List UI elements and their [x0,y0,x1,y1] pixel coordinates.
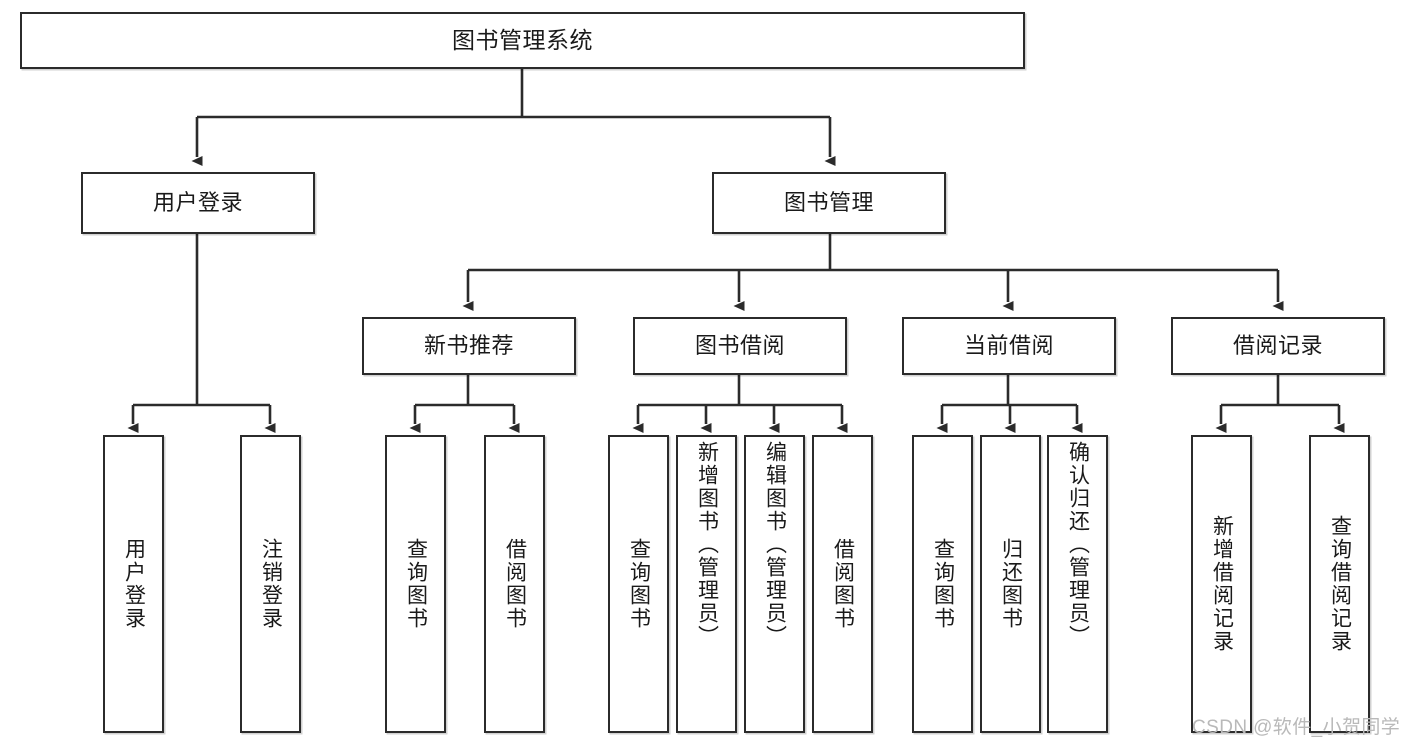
node-book-manage-label: 图书管理 [783,190,874,216]
node-leaf-cb-return[interactable]: 归还图书 [980,435,1041,733]
node-book-borrow-label: 图书借阅 [694,333,785,359]
node-leaf-cb-query[interactable]: 查询图书 [912,435,973,733]
node-borrow-record[interactable]: 借阅记录 [1171,317,1385,375]
node-leaf-bb-edit[interactable]: 编辑图书（管理员） [744,435,805,733]
node-leaf-br-add[interactable]: 新增借阅记录 [1191,435,1252,733]
node-leaf-bb-add[interactable]: 新增图书（管理员） [676,435,737,733]
node-root-label: 图书管理系统 [452,26,593,53]
node-leaf-cb-confirm[interactable]: 确认归还（管理员） [1047,435,1108,733]
node-leaf-bb-borrow-label: 借阅图书 [831,538,855,630]
node-book-manage[interactable]: 图书管理 [712,172,946,234]
node-leaf-bb-query-label: 查询图书 [627,538,651,630]
node-leaf-logout[interactable]: 注销登录 [240,435,301,733]
csdn-watermark: CSDN @软件_小贺同学 [1192,717,1401,738]
node-leaf-rec-query-label: 查询图书 [404,538,428,630]
node-user-login-label: 用户登录 [152,190,243,216]
node-leaf-bb-borrow[interactable]: 借阅图书 [812,435,873,733]
node-leaf-logout-label: 注销登录 [259,538,283,630]
node-leaf-user-login-label: 用户登录 [122,538,146,630]
node-leaf-cb-confirm-label: 确认归还（管理员） [1066,441,1090,648]
node-new-book-rec-label: 新书推荐 [423,333,514,359]
node-root[interactable]: 图书管理系统 [20,12,1025,69]
node-leaf-br-add-label: 新增借阅记录 [1210,515,1234,653]
node-leaf-rec-query[interactable]: 查询图书 [385,435,446,733]
node-current-borrow-label: 当前借阅 [963,333,1054,359]
node-leaf-br-query[interactable]: 查询借阅记录 [1309,435,1370,733]
node-leaf-bb-edit-label: 编辑图书（管理员） [763,441,787,648]
node-leaf-br-query-label: 查询借阅记录 [1328,515,1352,653]
node-borrow-record-label: 借阅记录 [1232,333,1323,359]
node-leaf-user-login[interactable]: 用户登录 [103,435,164,733]
node-book-borrow[interactable]: 图书借阅 [633,317,847,375]
node-leaf-cb-return-label: 归还图书 [999,538,1023,630]
node-leaf-rec-borrow[interactable]: 借阅图书 [484,435,545,733]
node-leaf-rec-borrow-label: 借阅图书 [503,538,527,630]
node-leaf-bb-add-label: 新增图书（管理员） [695,441,719,648]
node-leaf-bb-query[interactable]: 查询图书 [608,435,669,733]
node-current-borrow[interactable]: 当前借阅 [902,317,1116,375]
node-new-book-rec[interactable]: 新书推荐 [362,317,576,375]
node-leaf-cb-query-label: 查询图书 [931,538,955,630]
node-user-login[interactable]: 用户登录 [81,172,315,234]
